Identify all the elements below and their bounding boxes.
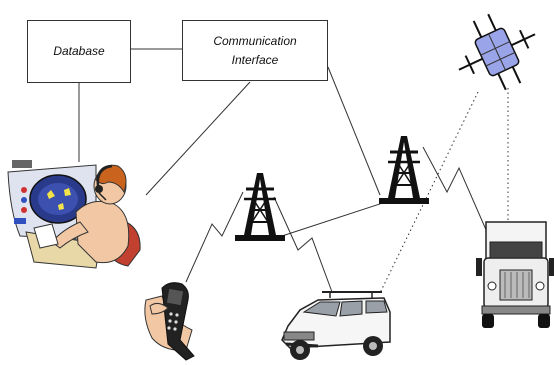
radio-tower-icon <box>235 173 285 241</box>
mobile-phone-icon <box>144 282 195 361</box>
connections <box>78 48 509 294</box>
database-label: Database <box>53 44 105 58</box>
zigzag-tower-to-car <box>273 196 333 293</box>
communication-interface-box: Communication Interface <box>182 20 328 81</box>
radio-tower-icon <box>379 136 429 204</box>
communication-interface-label-line2: Interface <box>231 52 279 67</box>
line-ci-to-tower-right <box>327 66 381 196</box>
database-box: Database <box>27 20 131 83</box>
satellite-icon <box>458 13 536 91</box>
communication-interface-label-line1: Communication <box>213 33 297 48</box>
suv-icon <box>281 291 391 360</box>
operator-icon <box>7 160 141 269</box>
zigzag-tower-to-truck <box>422 146 488 233</box>
sat-link-car <box>379 91 479 294</box>
line-ci-to-operator <box>145 81 251 196</box>
zigzag-tower-to-phone <box>185 191 244 283</box>
line-tower-to-tower <box>281 199 393 237</box>
truck-icon <box>476 221 554 328</box>
